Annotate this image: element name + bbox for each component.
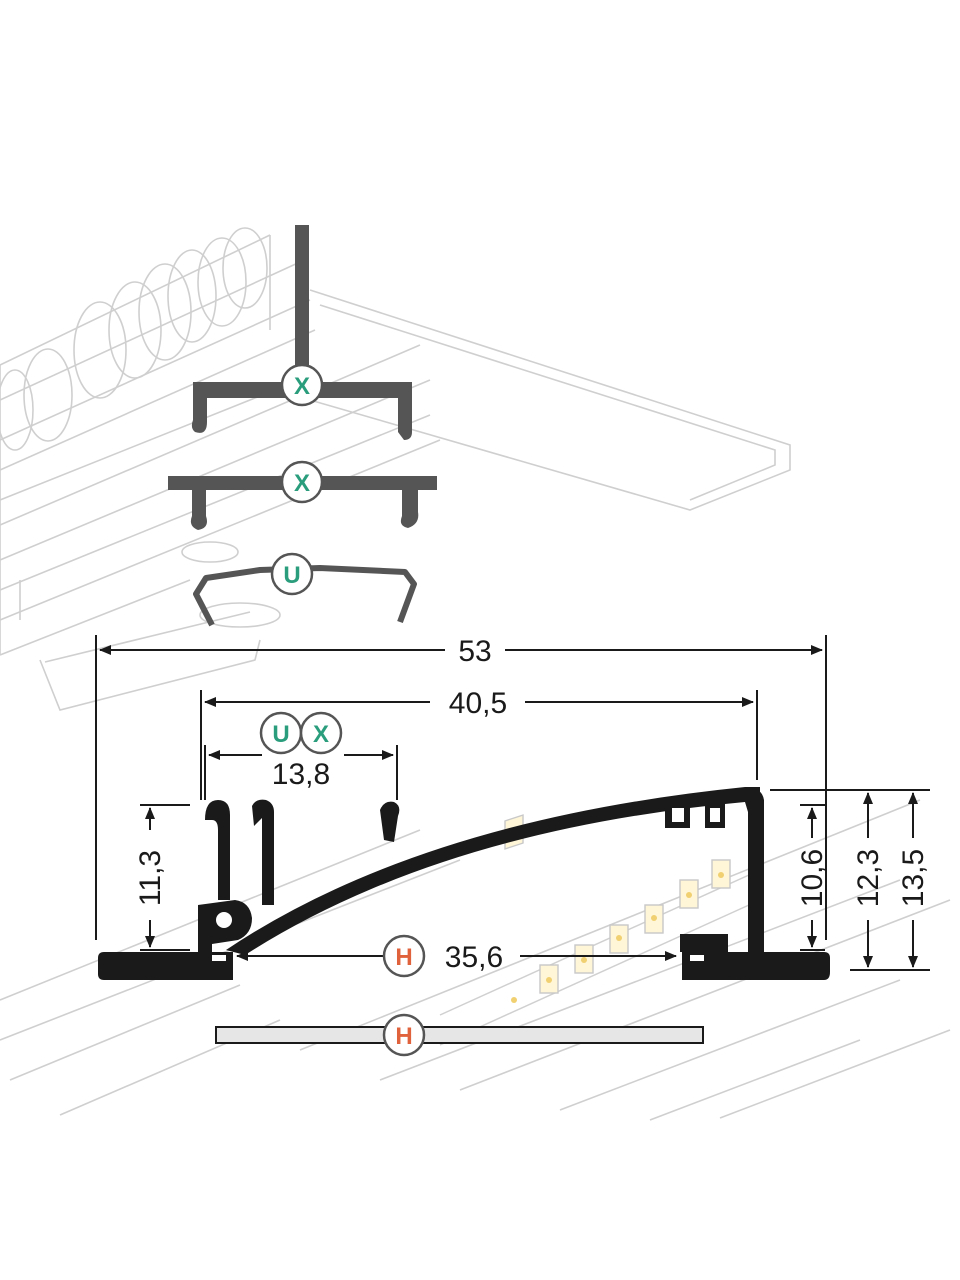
profile-cutouts — [212, 808, 720, 961]
badge-cover-h: H — [382, 1013, 426, 1057]
clip-x-upper — [191, 225, 412, 440]
dim-height-c: 13,5 — [897, 849, 930, 907]
dim-height-a: 10,6 — [796, 849, 829, 907]
svg-text:U: U — [272, 721, 289, 748]
badge-clip-x-lower: X — [280, 460, 324, 504]
background-sketch — [0, 227, 951, 1121]
svg-text:X: X — [294, 373, 310, 400]
profile-cross-section — [98, 787, 830, 980]
led-strip-sketch — [439, 814, 761, 1046]
svg-text:X: X — [313, 721, 329, 748]
cover-plate — [215, 1026, 704, 1044]
dim-inner-width: 40,5 — [449, 687, 507, 720]
svg-text:H: H — [395, 1023, 412, 1050]
badge-mount-u: U — [259, 711, 303, 755]
badge-strip-h: H — [382, 934, 426, 978]
dim-left-height: 11,3 — [134, 850, 167, 906]
dimension-lines — [95, 635, 930, 971]
badge-clip-u: U — [270, 552, 314, 596]
svg-text:U: U — [283, 562, 300, 589]
clip-x-lower — [168, 476, 437, 530]
dim-height-b: 12,3 — [852, 849, 885, 907]
dim-overall-width: 53 — [458, 635, 491, 668]
dim-strip-width: 35,6 — [445, 941, 503, 974]
dim-mount-width: 13,8 — [272, 758, 330, 791]
svg-text:X: X — [294, 470, 310, 497]
badge-mount-x: X — [299, 711, 343, 755]
svg-text:H: H — [395, 944, 412, 971]
badge-clip-x-upper: X — [280, 363, 324, 407]
